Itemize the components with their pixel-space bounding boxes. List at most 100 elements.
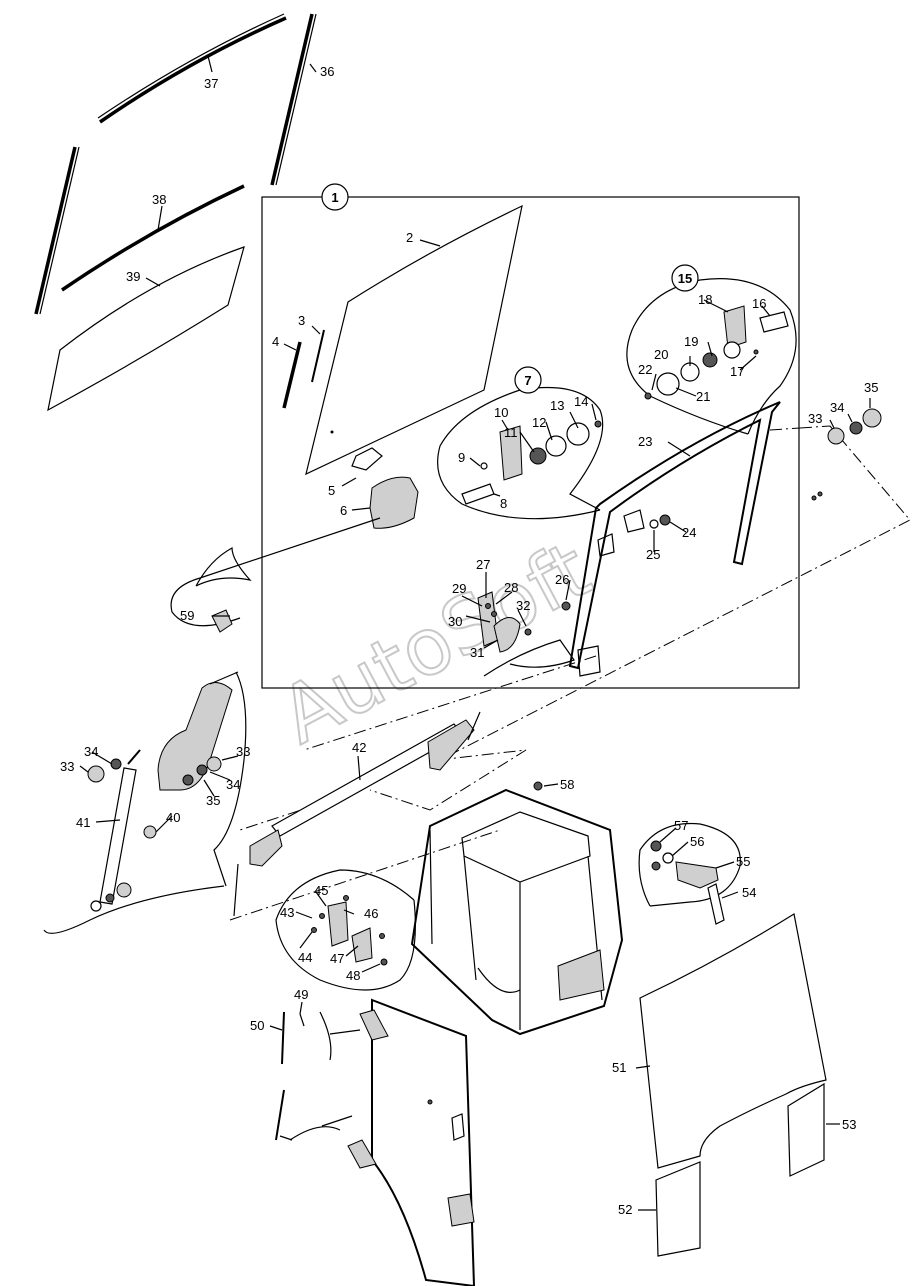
callout-2: 2 bbox=[406, 230, 413, 245]
callout-8: 8 bbox=[500, 496, 507, 511]
part-17-screw bbox=[753, 349, 759, 355]
part-36-side-rail bbox=[270, 13, 314, 186]
part-39-glass bbox=[47, 246, 245, 412]
part-35-bushing-right bbox=[862, 408, 882, 428]
detail-59-outline bbox=[170, 517, 381, 627]
part-51-rear-glass bbox=[639, 913, 827, 1169]
callout-29: 29 bbox=[452, 581, 466, 596]
callout-27: 27 bbox=[476, 557, 490, 572]
detail-45-outline bbox=[275, 869, 416, 991]
callout-48: 48 bbox=[346, 968, 360, 983]
callout-34-mid: 34 bbox=[226, 777, 240, 792]
callout-35-left: 35 bbox=[206, 793, 220, 808]
callout-19: 19 bbox=[684, 334, 698, 349]
callout-23: 23 bbox=[638, 434, 652, 449]
part-55-hinge bbox=[675, 861, 719, 889]
watermark: AutoSoft bbox=[267, 525, 605, 762]
part-23-frame bbox=[568, 401, 781, 670]
part-16-pin bbox=[759, 311, 789, 333]
callout-41: 41 bbox=[76, 815, 90, 830]
callout-46: 46 bbox=[364, 906, 378, 921]
callout-57: 57 bbox=[674, 818, 688, 833]
callout-52: 52 bbox=[618, 1202, 632, 1217]
part-47-plate bbox=[351, 927, 373, 963]
callout-9: 9 bbox=[458, 450, 465, 465]
part-5-bracket bbox=[351, 447, 383, 471]
callout-30: 30 bbox=[448, 614, 462, 629]
part-24-bolt bbox=[659, 514, 671, 526]
callout-11: 11 bbox=[504, 425, 518, 440]
assembly-box-1 bbox=[261, 196, 800, 689]
detail-15-outline bbox=[626, 278, 797, 435]
callout-54: 54 bbox=[742, 885, 756, 900]
part-40-bolt bbox=[143, 825, 157, 839]
part-25-washer bbox=[649, 519, 659, 529]
callout-49: 49 bbox=[294, 987, 308, 1002]
callout-45: 45 bbox=[314, 883, 328, 898]
part-35-bushing-left bbox=[182, 774, 194, 786]
part-9-washer bbox=[480, 462, 488, 470]
part-57-bolt bbox=[650, 840, 662, 852]
part-53-glass bbox=[787, 1082, 825, 1177]
part-33-cap-left bbox=[87, 765, 105, 783]
callout-53: 53 bbox=[842, 1117, 856, 1132]
part-33-cap-right bbox=[827, 427, 845, 445]
part-21-knob bbox=[656, 372, 680, 396]
part-4-strip bbox=[282, 341, 302, 409]
callout-21: 21 bbox=[696, 389, 710, 404]
part-54-strap bbox=[707, 883, 725, 925]
callout-33-mid: 33 bbox=[236, 744, 250, 759]
part-38-seal bbox=[61, 184, 245, 292]
callout-38: 38 bbox=[152, 192, 166, 207]
callout-circle-7 bbox=[514, 366, 542, 394]
callout-1: 1 bbox=[331, 190, 338, 205]
part-10-plate bbox=[499, 425, 523, 481]
part-34-nut-left bbox=[110, 758, 122, 770]
detail-7-outline bbox=[437, 386, 604, 520]
cab-frame bbox=[410, 788, 624, 1036]
part-16-body bbox=[723, 341, 741, 359]
callout-31: 31 bbox=[470, 645, 484, 660]
callout-39: 39 bbox=[126, 269, 140, 284]
callout-35-right: 35 bbox=[864, 380, 878, 395]
callout-circles bbox=[321, 183, 699, 394]
part-50-pin bbox=[281, 1011, 285, 1065]
callout-14: 14 bbox=[574, 394, 588, 409]
callout-43: 43 bbox=[280, 905, 294, 920]
callout-33-right: 33 bbox=[808, 411, 822, 426]
callout-15: 15 bbox=[678, 271, 692, 286]
part-18-plate bbox=[723, 305, 747, 349]
callout-16: 16 bbox=[752, 296, 766, 311]
callout-50: 50 bbox=[250, 1018, 264, 1033]
part-56-washer bbox=[662, 852, 674, 864]
part-6-handle bbox=[369, 476, 419, 529]
callout-22: 22 bbox=[638, 362, 652, 377]
detail-41-outline bbox=[43, 671, 247, 934]
callout-34-right: 34 bbox=[830, 400, 844, 415]
part-12-ring bbox=[545, 435, 567, 457]
callout-42: 42 bbox=[352, 740, 366, 755]
part-41-gas-strut bbox=[99, 767, 137, 905]
callout-20: 20 bbox=[654, 347, 668, 362]
callout-47: 47 bbox=[330, 951, 344, 966]
callout-12: 12 bbox=[532, 415, 546, 430]
callout-40: 40 bbox=[166, 810, 180, 825]
part-14-screw bbox=[594, 420, 602, 428]
callout-24: 24 bbox=[682, 525, 696, 540]
part-19-spring bbox=[702, 352, 718, 368]
detail-27-outline bbox=[483, 639, 575, 677]
part-49-pin bbox=[299, 1013, 305, 1027]
part-34-nut-right bbox=[849, 421, 863, 435]
callout-17: 17 bbox=[730, 364, 744, 379]
part-left-strip bbox=[34, 146, 77, 315]
callout-34-left: 34 bbox=[84, 744, 98, 759]
callout-28: 28 bbox=[504, 580, 518, 595]
callout-58: 58 bbox=[560, 777, 574, 792]
part-32-screw bbox=[524, 628, 532, 636]
part-34-nut-mid bbox=[196, 764, 208, 776]
callout-10: 10 bbox=[494, 405, 508, 420]
callout-51: 51 bbox=[612, 1060, 626, 1075]
callout-36: 36 bbox=[320, 64, 334, 79]
callout-25: 25 bbox=[646, 547, 660, 562]
